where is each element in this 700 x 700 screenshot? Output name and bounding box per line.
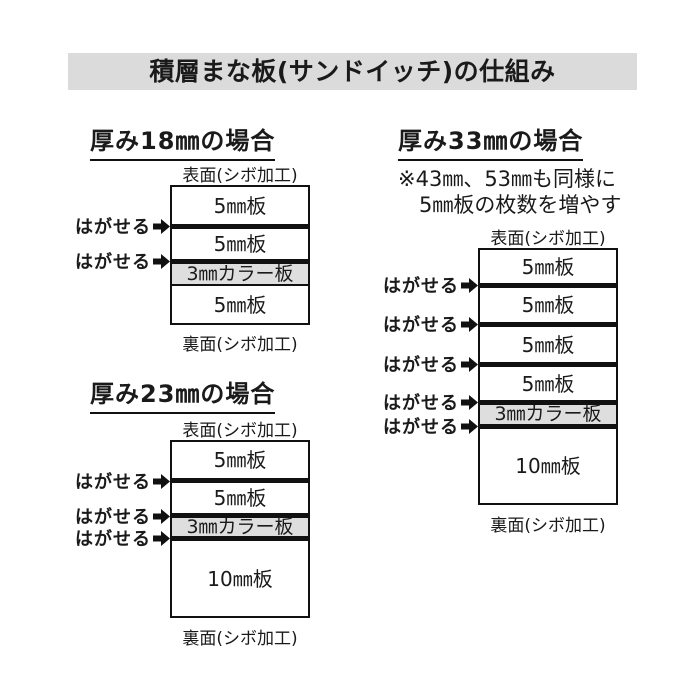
peelable-seam-line <box>480 362 616 367</box>
peel-annotation: はがせる <box>75 249 170 273</box>
layer-3mm-color-board: 3㎜カラー板 <box>480 405 616 424</box>
back-label-23mm: 裏面(シボ加工) <box>182 629 298 649</box>
peelable-seam-line <box>172 478 308 483</box>
layer-5mm-board: 5㎜板 <box>521 371 575 396</box>
board-stack-23mm: 5㎜板 5㎜板 3㎜カラー板 10㎜板 <box>170 440 310 618</box>
peelable-seam-line <box>480 400 616 405</box>
bonded-seam-line <box>172 284 308 286</box>
surface-label-18mm: 表面(シボ加工) <box>182 166 298 186</box>
peel-arrow-icon <box>153 218 170 234</box>
peel-annotation: はがせる <box>75 214 170 238</box>
peel-arrow-icon <box>461 356 478 372</box>
section-18mm-heading: 厚み18㎜の場合 <box>90 121 276 161</box>
peel-label: はがせる <box>383 417 459 438</box>
peel-arrow-icon <box>461 418 478 434</box>
peel-arrow-icon <box>153 530 170 546</box>
peel-arrow-icon <box>153 473 170 489</box>
layer-5mm-board: 5㎜板 <box>213 292 267 317</box>
section-33mm-heading: 厚み33㎜の場合 <box>398 121 584 161</box>
diagram-title: 積層まな板(サンドイッチ)の仕組み <box>68 53 637 90</box>
board-stack-33mm: 5㎜板 5㎜板 5㎜板 5㎜板 3㎜カラー板 10㎜板 <box>478 248 618 505</box>
layer-5mm-board: 5㎜板 <box>213 193 267 218</box>
peelable-seam-line <box>480 424 616 429</box>
peel-label: はがせる <box>75 217 151 238</box>
layer-5mm-board: 5㎜板 <box>213 232 267 256</box>
peel-arrow-icon <box>461 316 478 332</box>
peel-label: はがせる <box>75 507 151 528</box>
peel-annotation: はがせる <box>383 273 478 297</box>
peelable-seam-line <box>480 322 616 327</box>
layer-3mm-color-board: 3㎜カラー板 <box>172 517 308 536</box>
layer-10mm-board: 10㎜板 <box>207 566 273 591</box>
layer-5mm-board: 5㎜板 <box>213 448 267 472</box>
peel-label: はがせる <box>383 393 459 414</box>
peelable-seam-line <box>172 224 308 229</box>
peel-label: はがせる <box>383 355 459 376</box>
surface-label-33mm: 表面(シボ加工) <box>490 229 606 249</box>
peelable-seam-line <box>172 513 308 518</box>
layer-5mm-board: 5㎜板 <box>213 486 267 510</box>
layer-5mm-board: 5㎜板 <box>521 332 575 357</box>
section-23mm-heading: 厚み23㎜の場合 <box>90 374 276 414</box>
peelable-seam-line <box>172 536 308 541</box>
peel-annotation: はがせる <box>383 390 478 414</box>
layer-10mm-board: 10㎜板 <box>515 454 581 478</box>
peel-label: はがせる <box>75 252 151 273</box>
layer-5mm-board: 5㎜板 <box>521 293 575 317</box>
peelable-seam-line <box>480 283 616 288</box>
peelable-seam-line <box>172 259 308 264</box>
peel-arrow-icon <box>153 253 170 269</box>
peel-annotation: はがせる <box>75 526 170 550</box>
peel-annotation: はがせる <box>383 312 478 336</box>
peel-annotation: はがせる <box>75 504 170 528</box>
thickness-note: ※43㎜、53㎜も同様に 5㎜板の枚数を増やす <box>398 166 621 218</box>
layer-3mm-color-board: 3㎜カラー板 <box>172 264 308 284</box>
back-label-18mm: 裏面(シボ加工) <box>182 335 298 355</box>
peel-label: はがせる <box>75 529 151 550</box>
peel-arrow-icon <box>153 508 170 524</box>
peel-annotation: はがせる <box>75 469 170 493</box>
peel-annotation: はがせる <box>383 414 478 438</box>
note-line-2: 5㎜板の枚数を増やす <box>419 193 622 217</box>
back-label-33mm: 裏面(シボ加工) <box>490 516 606 536</box>
note-line-1: ※43㎜、53㎜も同様に <box>398 167 617 191</box>
peel-arrow-icon <box>461 277 478 293</box>
surface-label-23mm: 表面(シボ加工) <box>182 421 298 441</box>
peel-label: はがせる <box>383 315 459 336</box>
peel-label: はがせる <box>75 472 151 493</box>
board-stack-18mm: 5㎜板 5㎜板 3㎜カラー板 5㎜板 <box>170 185 310 325</box>
peel-label: はがせる <box>383 276 459 297</box>
peel-annotation: はがせる <box>383 352 478 376</box>
peel-arrow-icon <box>461 394 478 410</box>
layer-5mm-board: 5㎜板 <box>521 254 575 279</box>
